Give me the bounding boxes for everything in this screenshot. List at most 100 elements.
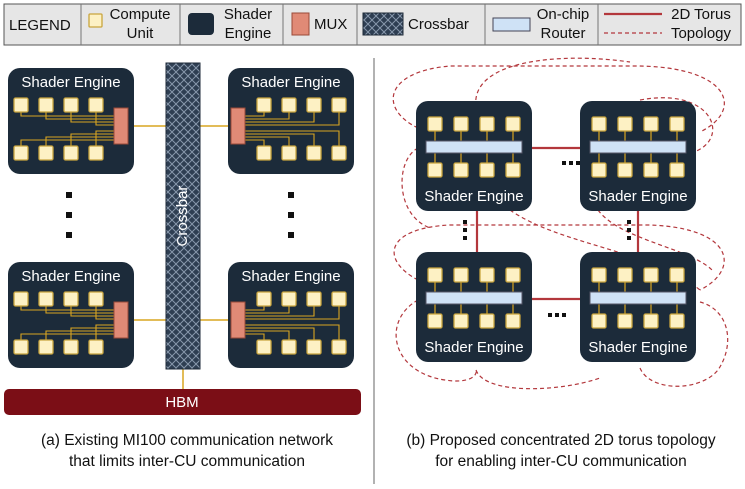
compute-unit xyxy=(617,313,633,329)
compute-unit xyxy=(505,267,521,283)
shader-engine-label: Shader Engine xyxy=(241,268,340,285)
compute-unit xyxy=(453,116,469,132)
compute-unit xyxy=(88,145,104,161)
right-ellipsis-dots xyxy=(463,161,631,317)
compute-unit xyxy=(453,267,469,283)
compute-unit xyxy=(591,116,607,132)
mux xyxy=(113,301,129,339)
shader-engine-left-1: Shader Engine xyxy=(8,68,134,174)
compute-unit xyxy=(643,313,659,329)
hbm-label: HBM xyxy=(165,394,198,411)
compute-unit xyxy=(479,116,495,132)
compute-unit xyxy=(256,145,272,161)
compute-unit xyxy=(63,339,79,355)
caption-right: (b) Proposed concentrated 2D torus topol… xyxy=(376,430,745,472)
shader-engine-left-3: Shader Engine xyxy=(8,262,134,368)
compute-unit xyxy=(38,291,54,307)
compute-unit xyxy=(306,97,322,113)
compute-unit xyxy=(63,97,79,113)
compute-unit xyxy=(38,145,54,161)
legend-compute-unit-label-1: Compute xyxy=(110,6,171,23)
shader-engine-right-3: Shader Engine xyxy=(416,252,532,362)
compute-unit xyxy=(88,97,104,113)
compute-unit xyxy=(13,97,29,113)
compute-unit xyxy=(38,339,54,355)
compute-unit xyxy=(13,339,29,355)
compute-unit xyxy=(256,339,272,355)
legend-torus-label-1: 2D Torus xyxy=(671,6,731,23)
left-ellipsis-dots xyxy=(66,192,294,238)
compute-unit xyxy=(643,116,659,132)
crossbar xyxy=(165,62,201,370)
compute-unit xyxy=(427,313,443,329)
on-chip-router xyxy=(589,291,687,305)
compute-unit xyxy=(617,162,633,178)
compute-unit xyxy=(427,162,443,178)
compute-unit xyxy=(505,116,521,132)
compute-unit xyxy=(427,267,443,283)
legend-router-label-1: On-chip xyxy=(537,6,590,23)
compute-unit xyxy=(591,313,607,329)
legend-title: LEGEND xyxy=(9,17,71,34)
shader-engine-body xyxy=(416,252,532,362)
compute-unit xyxy=(306,145,322,161)
compute-unit xyxy=(306,291,322,307)
compute-unit xyxy=(505,313,521,329)
compute-unit xyxy=(453,162,469,178)
mux xyxy=(230,301,246,339)
legend: LEGEND Compute Unit Shader Engine MUX Cr… xyxy=(3,3,742,46)
compute-unit xyxy=(256,97,272,113)
shader-engine-label: Shader Engine xyxy=(588,339,687,356)
compute-unit xyxy=(38,97,54,113)
compute-unit xyxy=(453,313,469,329)
shader-engine-label: Shader Engine xyxy=(424,339,523,356)
compute-unit xyxy=(617,267,633,283)
shader-engine-body xyxy=(580,252,696,362)
compute-unit xyxy=(479,267,495,283)
mux xyxy=(230,107,246,145)
compute-unit xyxy=(281,339,297,355)
caption-right-line-1: (b) Proposed concentrated 2D torus topol… xyxy=(406,432,716,449)
legend-shader-engine-swatch xyxy=(188,13,214,35)
compute-unit xyxy=(591,267,607,283)
compute-unit xyxy=(281,145,297,161)
shader-engine-label: Shader Engine xyxy=(21,74,120,91)
hbm-bar xyxy=(4,389,361,415)
shader-engine-body xyxy=(416,101,532,211)
mux xyxy=(113,107,129,145)
compute-unit xyxy=(617,116,633,132)
compute-unit xyxy=(331,339,347,355)
compute-unit xyxy=(13,291,29,307)
shader-engine-right-4: Shader Engine xyxy=(580,252,696,362)
legend-torus-label-2: Topology xyxy=(671,25,732,42)
legend-crossbar-label: Crossbar xyxy=(408,16,469,33)
shader-engine-label: Shader Engine xyxy=(588,188,687,205)
crossbar-label: Crossbar xyxy=(174,186,191,247)
compute-unit xyxy=(281,97,297,113)
shader-engine-label: Shader Engine xyxy=(241,74,340,91)
on-chip-router xyxy=(425,140,523,154)
compute-unit xyxy=(88,291,104,307)
compute-unit xyxy=(479,313,495,329)
compute-unit xyxy=(306,339,322,355)
compute-unit xyxy=(427,116,443,132)
compute-unit xyxy=(63,291,79,307)
compute-unit xyxy=(331,145,347,161)
compute-unit xyxy=(13,145,29,161)
on-chip-router xyxy=(425,291,523,305)
legend-mux-swatch xyxy=(291,12,310,36)
compute-unit xyxy=(591,162,607,178)
compute-unit xyxy=(669,313,685,329)
compute-unit xyxy=(643,267,659,283)
legend-mux-label: MUX xyxy=(314,16,347,33)
legend-crossbar-swatch xyxy=(362,12,404,36)
shader-engine-right-2: Shader Engine xyxy=(580,101,696,211)
compute-unit xyxy=(505,162,521,178)
legend-router-swatch xyxy=(492,17,531,32)
compute-unit xyxy=(643,162,659,178)
legend-compute-unit-label-2: Unit xyxy=(127,25,155,42)
caption-right-line-2: for enabling inter-CU communication xyxy=(435,453,687,470)
